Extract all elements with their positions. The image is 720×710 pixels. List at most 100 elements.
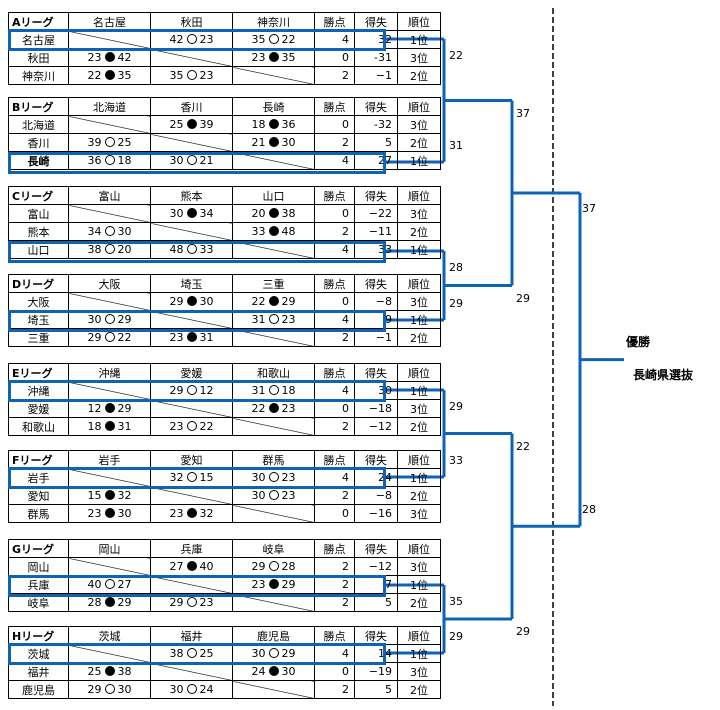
win-circle-icon — [186, 472, 197, 482]
win-circle-icon — [104, 579, 115, 589]
team-points: 0 — [314, 204, 355, 223]
team-rank: 3位 — [397, 292, 441, 311]
rank-header: 順位 — [397, 450, 441, 469]
score-us: 18 — [251, 118, 266, 131]
score-them: 31 — [199, 331, 214, 344]
score-us: 30 — [169, 154, 184, 167]
score-them: 29 — [281, 647, 296, 660]
team-goal-diff: −19 — [354, 662, 398, 681]
loss-circle-icon — [268, 579, 279, 589]
opponent-header: 神奈川 — [232, 12, 315, 31]
team-name: 愛媛 — [8, 399, 69, 418]
self-match-cell — [68, 292, 151, 311]
team-points: 4 — [314, 310, 355, 329]
team-name: 名古屋 — [8, 30, 69, 49]
score-us: 23 — [87, 507, 102, 520]
score-us: 29 — [169, 295, 184, 308]
self-match-cell — [68, 115, 151, 134]
team-name: 山口 — [8, 240, 69, 259]
score-us: 42 — [169, 33, 184, 46]
score-them: 30 — [281, 136, 296, 149]
team-points: 2 — [314, 222, 355, 241]
team-name: 長崎 — [8, 151, 69, 170]
team-rank: 1位 — [397, 468, 441, 487]
bracket-score: 22 — [516, 439, 530, 453]
score-them: 30 — [117, 683, 132, 696]
league-name: Aリーグ — [8, 12, 69, 31]
opponent-header: 香川 — [150, 97, 233, 116]
team-name: 香川 — [8, 133, 69, 152]
team-points: 0 — [314, 399, 355, 418]
team-rank: 2位 — [397, 593, 441, 612]
diff-header: 得失 — [354, 539, 398, 558]
self-match-cell — [232, 240, 315, 259]
score-them: 29 — [117, 402, 132, 415]
points-header: 勝点 — [314, 186, 355, 205]
league-header-row: Eリーグ沖縄愛媛和歌山勝点得失順位 — [8, 363, 441, 382]
team-name: 茨城 — [8, 644, 69, 663]
points-header: 勝点 — [314, 363, 355, 382]
score-them: 23 — [199, 596, 214, 609]
team-goal-diff: 7 — [354, 575, 398, 594]
team-points: 0 — [314, 115, 355, 134]
team-points: 4 — [314, 468, 355, 487]
points-header: 勝点 — [314, 539, 355, 558]
score-them: 32 — [199, 507, 214, 520]
score-them: 29 — [281, 295, 296, 308]
team-name: 群馬 — [8, 504, 69, 523]
opponent-header: 愛媛 — [150, 363, 233, 382]
score-us: 23 — [251, 51, 266, 64]
points-header: 勝点 — [314, 450, 355, 469]
team-name: 富山 — [8, 204, 69, 223]
score-us: 23 — [87, 51, 102, 64]
score-us: 20 — [251, 207, 266, 220]
score-us: 33 — [251, 225, 266, 238]
points-header: 勝点 — [314, 12, 355, 31]
score-us: 39 — [87, 136, 102, 149]
team-goal-diff: −18 — [354, 399, 398, 418]
team-goal-diff: 5 — [354, 680, 398, 699]
team-points: 0 — [314, 662, 355, 681]
diff-header: 得失 — [354, 626, 398, 645]
rank-header: 順位 — [397, 186, 441, 205]
points-header: 勝点 — [314, 626, 355, 645]
team-rank: 2位 — [397, 66, 441, 85]
loss-circle-icon — [186, 332, 197, 342]
team-rank: 1位 — [397, 30, 441, 49]
team-name: 三重 — [8, 328, 69, 347]
win-circle-icon — [186, 648, 197, 658]
team-goal-diff: −8 — [354, 292, 398, 311]
self-match-cell — [150, 222, 233, 241]
opponent-header: 長崎 — [232, 97, 315, 116]
team-goal-diff: −1 — [354, 66, 398, 85]
team-points: 4 — [314, 644, 355, 663]
self-match-cell — [68, 204, 151, 223]
rank-header: 順位 — [397, 274, 441, 293]
opponent-header: 北海道 — [68, 97, 151, 116]
self-match-cell — [150, 662, 233, 681]
score-them: 23 — [281, 471, 296, 484]
